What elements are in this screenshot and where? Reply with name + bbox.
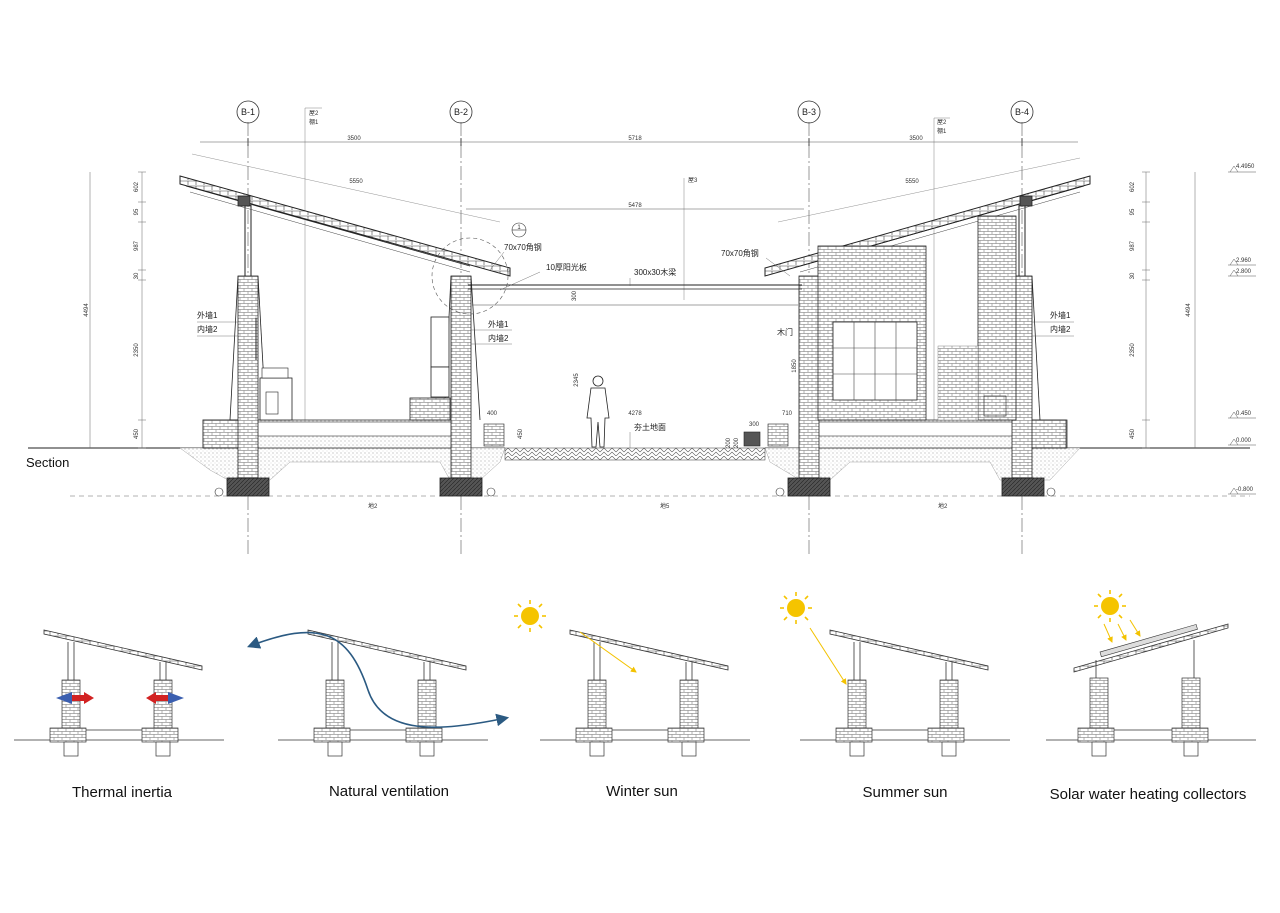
caption-winter-sun: Winter sun <box>606 783 678 800</box>
dim-offset-right: 710 <box>782 411 793 417</box>
heat-arrow-left <box>56 692 94 704</box>
annotation-ground-left: 地2 <box>368 502 378 510</box>
annotation-roof-tag-right-1: 屋2 <box>937 119 947 126</box>
sun-ray <box>579 631 637 673</box>
dim-step-b: 200 <box>734 437 740 448</box>
caption-natural-ventilation: Natural ventilation <box>328 783 450 800</box>
caption-summer-sun: Summer sun <box>862 784 948 801</box>
dim-step-height: 450 <box>518 428 524 439</box>
dim-right-stack-4: 30 <box>1130 272 1136 279</box>
annotation-rammed-earth-floor: 夯土地面 <box>634 422 666 432</box>
annotation-angle-steel-right: 70x70角钢 <box>721 248 759 258</box>
dim-total-right: 4494 <box>1186 303 1192 317</box>
section-label: Section <box>26 455 70 470</box>
pictogram-natural-ventilation <box>247 629 510 757</box>
annotation-outer-wall-left: 外墙1 <box>197 310 218 320</box>
annotation-wood-door: 木门 <box>777 327 793 337</box>
annotation-roof-tag-left-2: 棚1 <box>309 118 319 126</box>
annotation-ground-right: 地2 <box>938 502 948 510</box>
dim-right-stack-3: 987 <box>1130 240 1136 251</box>
level-2960: 2.960 <box>1236 258 1252 264</box>
axis-bubble-4 <box>1010 100 1034 124</box>
dim-floor-span: 4278 <box>628 411 642 417</box>
dim-left-stack-3: 987 <box>134 240 140 251</box>
caption-solar-water-heating: Solar water heating collectors <box>1049 786 1247 803</box>
level-0000: 0.000 <box>1236 438 1252 444</box>
level-labels: 4.4950 2.960 2.800 0.450 0.000 -0.800 <box>1236 164 1255 493</box>
axis-label-2: B-2 <box>454 107 468 117</box>
human-figure <box>586 375 610 448</box>
sun-icon <box>514 600 546 632</box>
level-roof: 4.4950 <box>1236 164 1255 170</box>
dim-right-stack-5: 2350 <box>1130 343 1136 357</box>
level-0450: 0.450 <box>1236 411 1252 417</box>
level-2800: 2.800 <box>1236 269 1252 275</box>
dim-inner-span: 5478 <box>628 203 642 209</box>
level-minus-0800: -0.800 <box>1236 487 1254 493</box>
annotation-angle-steel-left: 70x70角钢 <box>504 242 542 252</box>
sun-icon <box>1094 590 1126 622</box>
annotation-roof-tag-right-2: 棚1 <box>937 127 947 135</box>
annotation-labels: 70x70角钢 70x70角钢 10厚阳光板 300x30木梁 外墙1 内墙2 … <box>197 110 1071 510</box>
dim-span-left: 3500 <box>347 136 361 142</box>
annotation-inner-wall-left: 内墙2 <box>197 324 218 334</box>
annotation-ground-mid: 地5 <box>660 502 670 510</box>
dim-right-stack-1: 602 <box>1130 181 1136 192</box>
caption-thermal-inertia: Thermal inertia <box>71 784 173 801</box>
dim-slope-right: 5550 <box>905 179 919 185</box>
dim-span-mid: 5718 <box>628 136 642 142</box>
airflow-arrow <box>247 631 510 728</box>
sun-rays <box>1103 619 1141 643</box>
axis-label-1: B-1 <box>241 107 255 117</box>
dim-offset-right-2: 300 <box>749 422 760 428</box>
pictogram-summer-sun <box>780 592 1011 757</box>
annotation-roof-tag-mid: 屋3 <box>688 177 698 184</box>
dim-height-mid: 2345 <box>574 373 580 387</box>
dim-step-a: 200 <box>726 437 732 448</box>
heat-arrow-right <box>146 692 184 704</box>
sun-icon <box>780 592 812 624</box>
pictogram-thermal-inertia <box>13 629 225 757</box>
annotation-polycarbonate: 10厚阳光板 <box>546 262 587 272</box>
dim-total-left: 4494 <box>84 303 90 317</box>
annotation-inner-wall-mid: 内墙2 <box>488 333 509 343</box>
dim-left-stack-1: 602 <box>134 181 140 192</box>
dim-right-stack-2: 95 <box>1130 208 1136 215</box>
sun-ray <box>809 627 847 685</box>
dim-span-right: 3500 <box>909 136 923 142</box>
annotation-roof-tag-left-1: 屋2 <box>309 110 319 117</box>
annotation-outer-wall-mid: 外墙1 <box>488 319 509 329</box>
dim-right-stack-6: 450 <box>1130 428 1136 439</box>
annotation-timber-beam: 300x30木梁 <box>634 267 676 277</box>
dim-left-stack-6: 450 <box>134 428 140 439</box>
dim-left-stack-2: 95 <box>134 208 140 215</box>
axis-labels: B-1 B-2 B-3 B-4 <box>241 107 1029 117</box>
dim-offset-left: 400 <box>487 411 498 417</box>
axis-label-4: B-4 <box>1015 107 1029 117</box>
main-section <box>28 100 1256 555</box>
annotation-inner-wall-right: 内墙2 <box>1050 324 1071 334</box>
dim-door-height: 1850 <box>792 359 798 373</box>
dim-left-stack-5: 2350 <box>134 343 140 357</box>
pictogram-solar-collectors <box>1046 590 1256 757</box>
dim-slope-left: 5550 <box>349 179 363 185</box>
annotation-outer-wall-right: 外墙1 <box>1050 310 1071 320</box>
axis-bubble-2 <box>449 100 473 124</box>
dim-beam-height: 300 <box>572 290 578 301</box>
dimension-labels: 3500 5718 3500 5550 5550 5478 4278 400 7… <box>84 136 1192 448</box>
axis-label-3: B-3 <box>802 107 816 117</box>
dim-left-stack-4: 30 <box>134 272 140 279</box>
axis-bubble-1 <box>236 100 260 124</box>
annotation-detail-mark: 1 <box>517 225 521 231</box>
axis-bubble-3 <box>797 100 821 124</box>
pictogram-winter-sun <box>514 600 751 757</box>
